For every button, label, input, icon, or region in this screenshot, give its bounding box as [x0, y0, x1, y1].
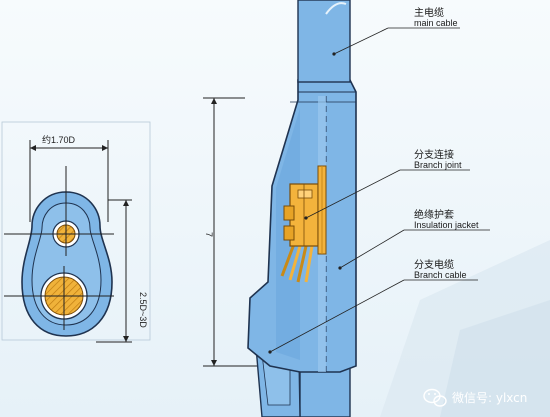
callout-insulation-jacket: 绝缘护套 Insulation jacket: [414, 208, 479, 230]
length-label: 7: [204, 232, 214, 237]
leader-branch-joint: [305, 169, 401, 219]
height-dimension-arrow: [123, 200, 129, 206]
leader-branch-cable: [269, 279, 405, 353]
label-branch-cable-en: Branch cable: [414, 270, 467, 280]
watermark-text: 微信号: ylxcn: [452, 391, 527, 405]
wechat-icon: [423, 388, 447, 407]
width-label: 约1.70D: [42, 134, 76, 145]
width-dimension-arrow: [30, 145, 36, 151]
label-insulation-jacket-en: Insulation jacket: [414, 220, 479, 230]
main-cable-upper: [297, 0, 351, 83]
callout-branch-joint: 分支连接 Branch joint: [414, 148, 462, 170]
background-decoration: [440, 300, 550, 417]
label-branch-cable-cn: 分支电缆: [414, 258, 454, 271]
callout-main-cable: 主电缆 main cable: [414, 6, 458, 28]
length-dimension-arrow: [211, 98, 217, 104]
callout-leaders: [268, 27, 490, 354]
cross-section-frame: [1, 121, 151, 341]
side-view: 7: [203, 0, 357, 417]
leader-dot: [304, 216, 308, 220]
label-branch-joint-en: Branch joint: [414, 160, 462, 170]
leader-main-cable: [333, 27, 389, 55]
label-insulation-jacket-cn: 绝缘护套: [414, 208, 454, 221]
cross-section: 约1.70D 2.5D~3D: [1, 121, 151, 343]
label-branch-joint-cn: 分支连接: [414, 148, 454, 161]
leader-dot: [338, 266, 342, 270]
branch-wires: [280, 243, 314, 283]
leader-dot: [268, 350, 272, 354]
height-label: 2.5D~3D: [138, 292, 148, 328]
label-main-cable-cn: 主电缆: [414, 6, 444, 19]
watermark: 微信号: ylxcn: [423, 388, 527, 407]
callout-branch-cable: 分支电缆 Branch cable: [414, 258, 467, 280]
leader-insulation-jacket: [339, 229, 405, 269]
width-dimension-arrow: [102, 145, 108, 151]
height-dimension-arrow: [123, 336, 129, 342]
leader-dot: [332, 52, 336, 56]
length-dimension-arrow: [211, 360, 217, 366]
cable-highlight: [325, 2, 347, 15]
label-main-cable-en: main cable: [414, 18, 458, 28]
